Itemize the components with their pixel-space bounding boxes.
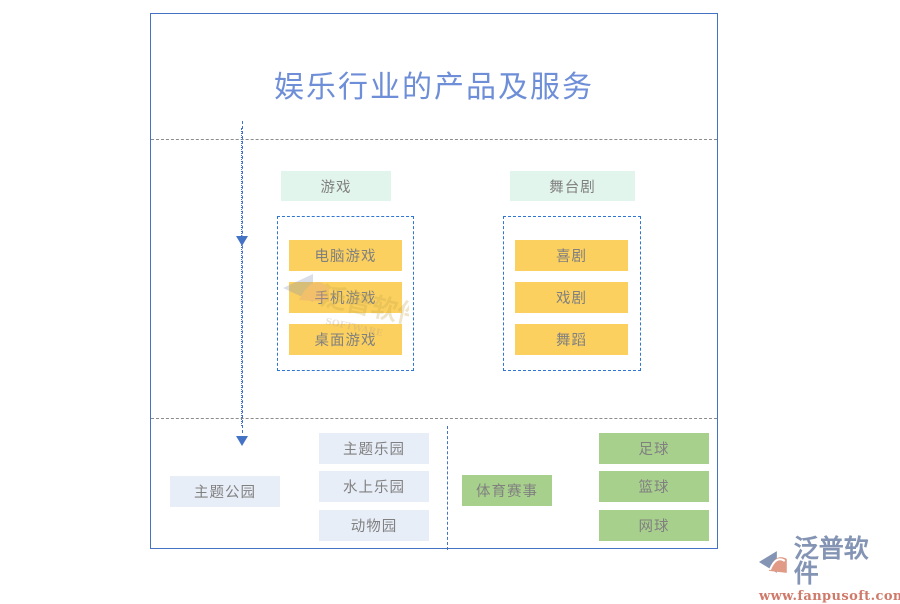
group-box-games — [277, 216, 414, 371]
brand-logo-row: 泛普软件 — [757, 536, 893, 586]
item-stage-play-2[interactable]: 舞蹈 — [515, 324, 628, 355]
item-theme-park-2[interactable]: 动物园 — [319, 510, 429, 541]
bottom-band-separator — [447, 426, 448, 550]
page-title: 娱乐行业的产品及服务 — [274, 70, 594, 105]
brand-url: www.fanpusoft.com — [759, 589, 900, 604]
category-header-theme-park[interactable]: 主题公园 — [170, 476, 280, 507]
item-sports-events-0[interactable]: 足球 — [599, 433, 709, 464]
item-sports-events-1[interactable]: 篮球 — [599, 471, 709, 502]
item-games-2[interactable]: 桌面游戏 — [289, 324, 402, 355]
diagram-frame: 娱乐行业的产品及服务 游戏 电脑游戏 手机游戏 桌面游戏 舞台剧 喜剧 戏剧 舞… — [150, 13, 718, 550]
item-games-0[interactable]: 电脑游戏 — [289, 240, 402, 271]
item-games-1[interactable]: 手机游戏 — [289, 282, 402, 313]
item-stage-play-0[interactable]: 喜剧 — [515, 240, 628, 271]
horizontal-divider-top — [151, 139, 717, 140]
item-theme-park-1[interactable]: 水上乐园 — [319, 471, 429, 502]
category-header-sports-events[interactable]: 体育赛事 — [462, 475, 552, 506]
category-header-games[interactable]: 游戏 — [281, 171, 391, 201]
flow-arrow-down-icon — [236, 236, 248, 246]
item-theme-park-0[interactable]: 主题乐园 — [319, 433, 429, 464]
flow-spine-line — [241, 121, 243, 433]
category-header-stage-play[interactable]: 舞台剧 — [510, 171, 635, 201]
flow-arrow-down-icon — [236, 436, 248, 446]
horizontal-divider-bottom — [151, 418, 717, 419]
fanpu-mark-icon — [758, 551, 787, 573]
item-sports-events-2[interactable]: 网球 — [599, 510, 709, 541]
group-box-stage-play — [503, 216, 641, 371]
item-stage-play-1[interactable]: 戏剧 — [515, 282, 628, 313]
brand-logo: 泛普软件 www.fanpusoft.com — [757, 536, 900, 604]
brand-name: 泛普软件 — [793, 534, 869, 588]
